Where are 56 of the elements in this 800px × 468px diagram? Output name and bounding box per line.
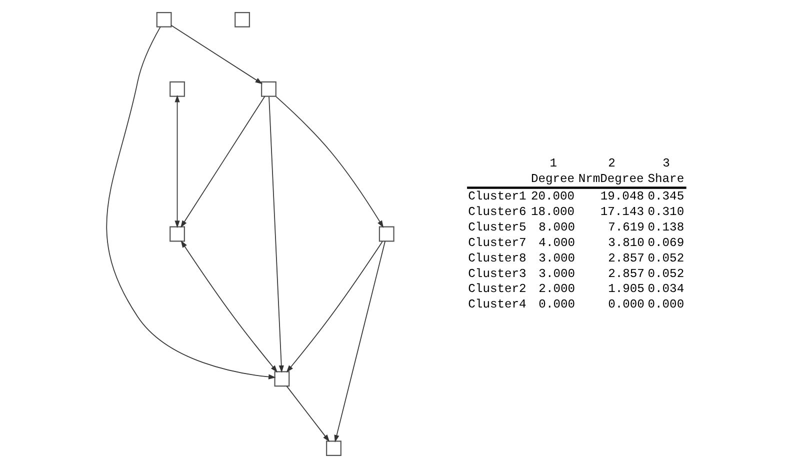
label: 2.000 (538, 282, 575, 296)
label: Cluster8 (468, 251, 526, 266)
label: Cluster4 (468, 298, 526, 312)
label: 2.857 (608, 266, 644, 281)
label: 3.000 (538, 251, 575, 266)
arrow (268, 96, 284, 373)
node-box (234, 12, 250, 28)
label: 0.052 (647, 266, 684, 281)
label: 2.857 (608, 251, 644, 266)
arrow (286, 386, 330, 442)
label: 20.000 (530, 190, 574, 204)
label: 3.810 (608, 236, 644, 250)
label: 0.345 (647, 190, 684, 204)
label: Cluster6 (468, 205, 526, 220)
label: 0.000 (608, 298, 644, 312)
label: 19.048 (600, 190, 644, 204)
label: 17.143 (600, 205, 644, 220)
label: Share (647, 172, 684, 186)
node-box (169, 226, 184, 242)
label: 0.000 (538, 298, 575, 312)
label: Cluster3 (468, 266, 526, 281)
label: 8.000 (538, 220, 575, 234)
label: Cluster2 (468, 282, 526, 296)
node-box (326, 440, 341, 456)
node-box (156, 12, 172, 28)
label: Cluster1 (468, 190, 526, 204)
arrow (106, 26, 276, 380)
label: Cluster5 (468, 220, 526, 234)
arrow (170, 24, 262, 84)
label: 3.000 (538, 266, 575, 281)
node-box (274, 371, 290, 387)
label: 0.034 (647, 282, 684, 296)
arrow (275, 96, 384, 228)
label: 3 (662, 156, 670, 171)
arrow (174, 95, 180, 228)
label: 1.905 (608, 282, 644, 296)
label: 7.619 (608, 220, 644, 234)
label: 18.000 (530, 205, 574, 220)
label: Cluster7 (468, 236, 526, 250)
arrow (180, 96, 265, 228)
label: 0.069 (647, 236, 684, 250)
label: 4.000 (538, 236, 575, 250)
label: 0.000 (647, 298, 684, 312)
node-box (169, 81, 184, 97)
node-box (378, 226, 394, 242)
label: 2 (608, 156, 615, 171)
arrow (180, 240, 278, 373)
label: NrmDegree (578, 172, 644, 186)
label: 0.052 (647, 251, 684, 266)
label: Degree (530, 172, 574, 186)
arrow (286, 241, 382, 373)
label: 0.310 (647, 205, 684, 220)
label: 1 (549, 156, 556, 171)
node-box (260, 81, 276, 97)
label: 0.138 (647, 220, 684, 234)
arrow (334, 240, 386, 442)
